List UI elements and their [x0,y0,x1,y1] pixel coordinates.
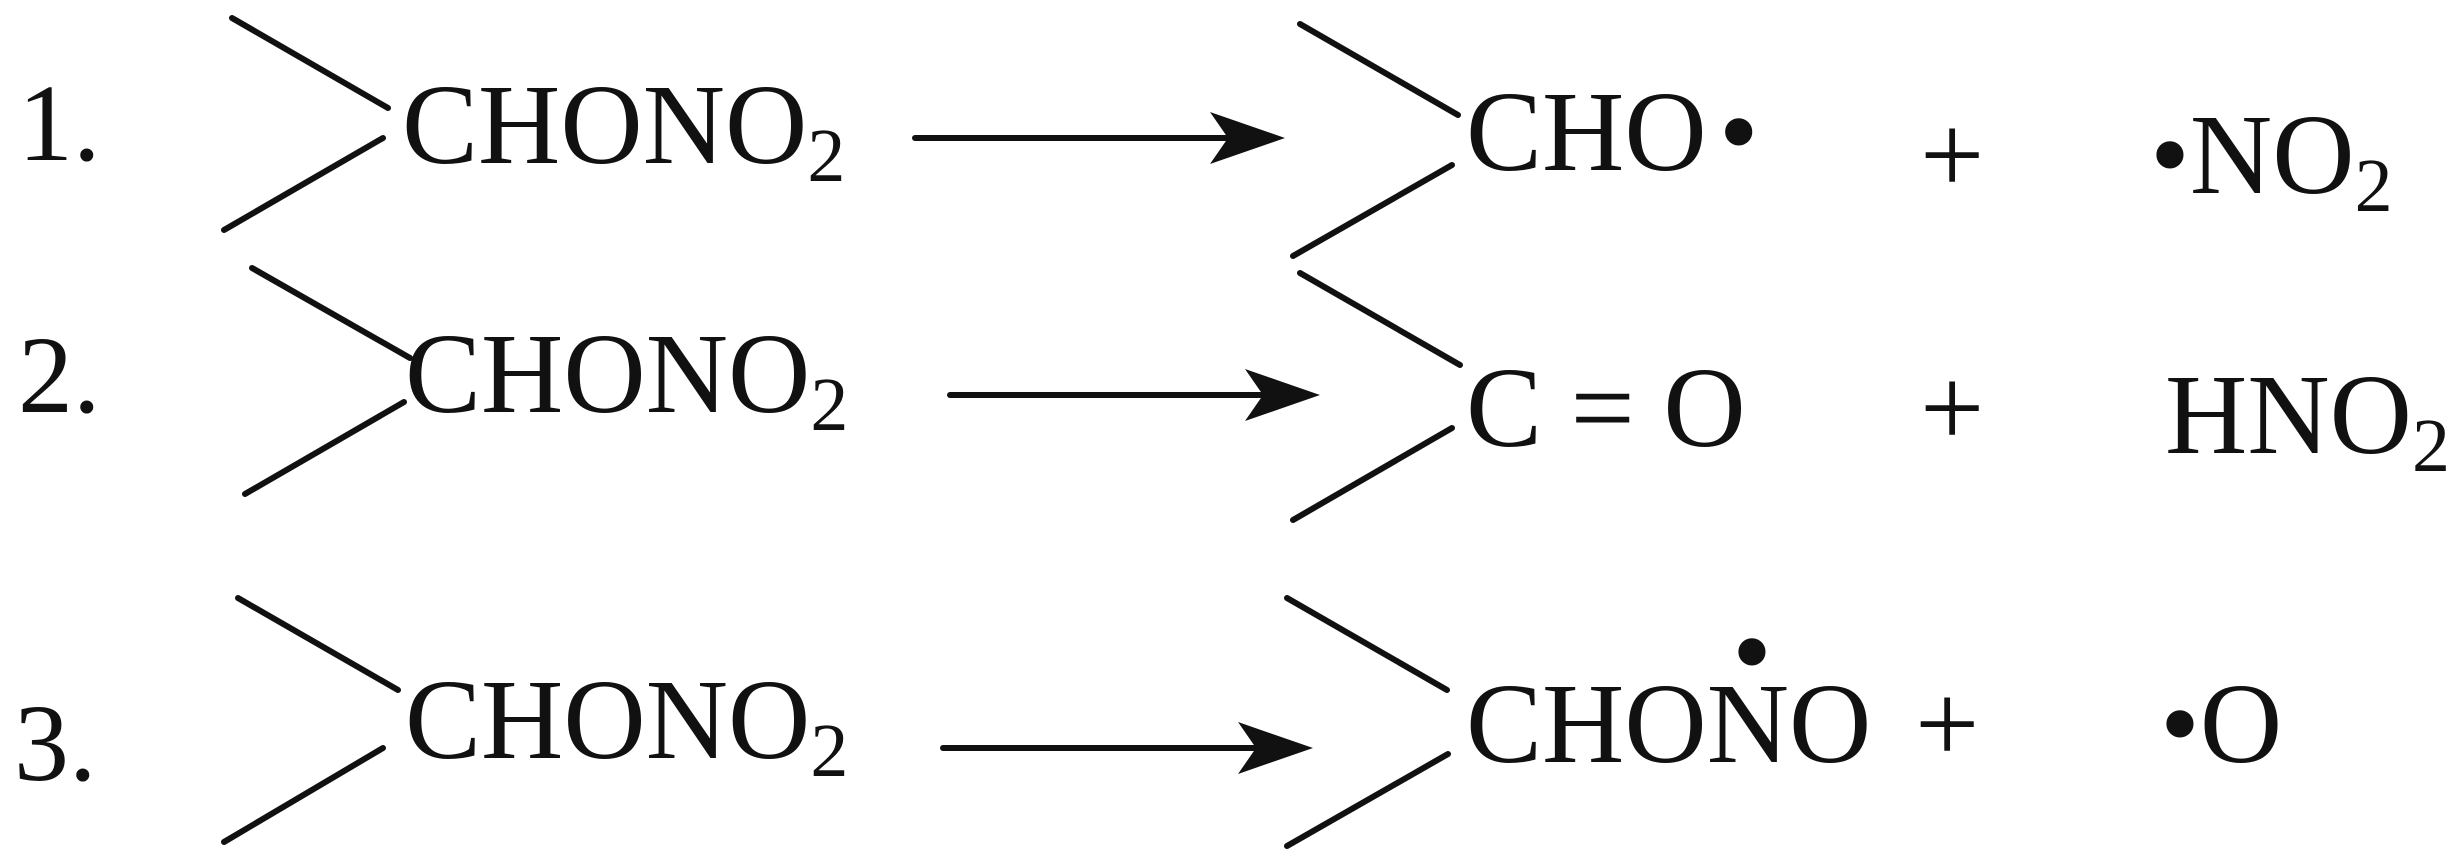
reactant-3-lower-bond [221,745,386,845]
reaction-3-product-b: •O [2160,660,2282,787]
reaction-3-product-a: CHONO • [1284,588,1871,849]
reaction-2-arrow [947,369,1320,421]
product-3a-upper-bond [1284,595,1450,693]
reaction-2-number: 2. [18,314,101,436]
reaction-3-arrow-head [1238,722,1313,774]
product-2b-formula: HNO2 [2165,351,2450,488]
reaction-1-number: 1. [18,62,101,184]
reaction-1-reactant: CHONO2 [221,15,845,233]
product-2a-lower-bond [1290,425,1455,523]
product-1a-upper-bond [1297,21,1461,118]
radical-dot: • [2150,91,2190,218]
reaction-2-reactant: CHONO2 [242,265,848,497]
reactant-1-upper-bond [229,15,391,111]
radical-dot: • [1719,68,1759,195]
reaction-3-arrow [940,722,1313,774]
reaction-1-plus: + [1920,91,1984,218]
product-2a-formula: C = O [1466,344,1746,471]
reaction-3-number: 3. [14,682,97,804]
reaction-1-arrow-head [1210,112,1285,164]
reaction-1-product-b: •NO2 [2150,91,2393,228]
reaction-3: 3. CHONO2 CHONO • + •O [14,588,2282,849]
product-1b-formula: •NO2 [2150,91,2393,228]
reactant-3-upper-bond [235,595,401,693]
reaction-1-product-a: CHO• [1290,21,1759,259]
reaction-2-product-b: HNO2 [2165,351,2450,488]
product-2a-upper-bond [1297,270,1463,368]
reaction-1-arrow [912,112,1285,164]
reaction-1: 1. CHONO2 CHO• + •NO2 [18,15,2393,259]
reactant-2-lower-bond [242,399,407,497]
product-1a-lower-bond [1290,162,1455,259]
product-1a-formula: CHO• [1466,68,1759,195]
reactant-1-formula: CHONO2 [402,61,845,198]
reactant-1-lower-bond [221,135,386,233]
reaction-3-plus: + [1915,660,1979,787]
product-3a-lower-bond [1284,751,1451,849]
reaction-2-arrow-head [1245,369,1320,421]
reaction-2-plus: + [1920,344,1984,471]
reaction-2: 2. CHONO2 C = O + HNO2 [18,265,2450,523]
reactant-2-formula: CHONO2 [405,310,848,447]
reaction-2-product-a: C = O [1290,270,1746,523]
reactant-2-upper-bond [249,265,413,361]
radical-dot: • [1732,588,1772,715]
product-3a-formula: CHONO [1466,660,1871,787]
reactant-3-formula: CHONO2 [405,656,848,793]
radical-dot: • [2160,660,2200,787]
reaction-3-reactant: CHONO2 [221,595,848,845]
product-3b-formula: •O [2160,660,2282,787]
